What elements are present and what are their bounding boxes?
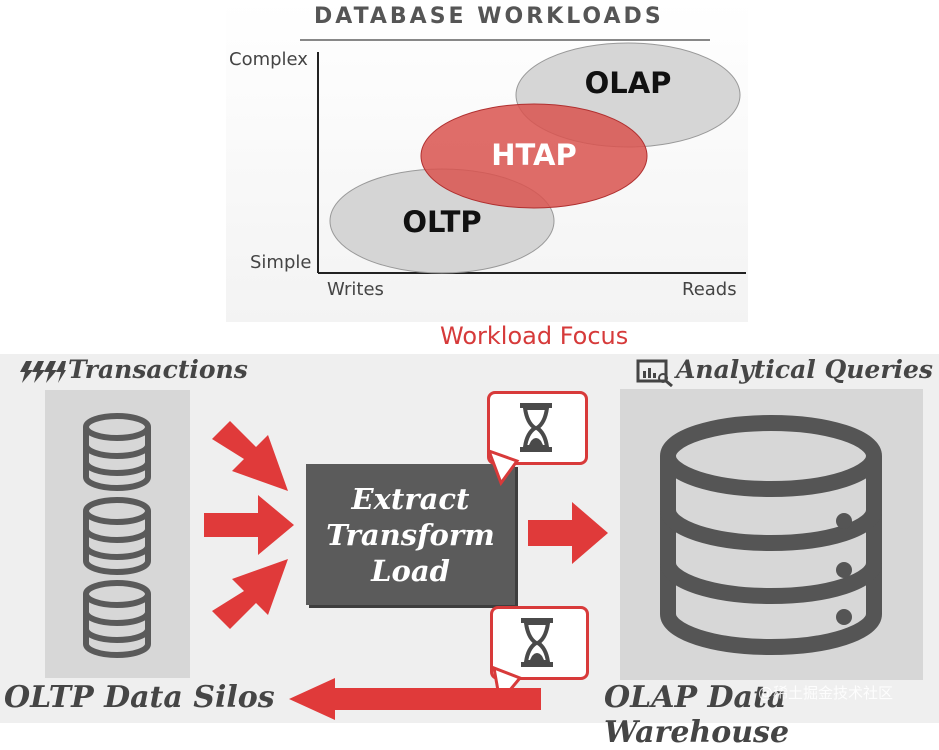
arrow-up-right (212, 559, 288, 629)
olap-label: OLAP (584, 66, 672, 100)
database-icon-3 (83, 580, 151, 658)
lightning-icon (20, 361, 66, 383)
input-arrows (204, 421, 294, 629)
arrow-right (204, 495, 294, 555)
database-icon-1 (83, 413, 151, 491)
warehouse-database (660, 415, 882, 655)
htap-region (420, 103, 648, 209)
x-axis-right-label: Reads (682, 279, 737, 300)
etl-transform: Transform (326, 517, 495, 552)
oltp-silo-databases (83, 413, 151, 658)
y-axis-bottom-label: Simple (250, 252, 312, 273)
y-axis-top-label: Complex (229, 49, 308, 70)
database-icon-2 (83, 497, 151, 575)
htap-label: HTAP (491, 138, 577, 172)
etl-extract: Extract (351, 481, 470, 516)
monitor-chart-icon (636, 359, 673, 387)
arrow-down-right (212, 421, 288, 491)
etl-process-box: Extract Transform Load (306, 464, 515, 605)
hourglass-icon (487, 403, 552, 486)
workload-focus-caption: Workload Focus (440, 322, 629, 350)
chart-title: DATABASE WORKLOADS (314, 4, 664, 29)
oltp-label: OLTP (402, 205, 482, 239)
output-arrow (528, 502, 608, 564)
etl-load: Load (371, 553, 450, 588)
database-icon-large (660, 415, 882, 655)
title-underline (300, 39, 710, 41)
bubble-tail (487, 448, 520, 486)
return-arrow (289, 678, 541, 720)
oltp-data-silos-label: OLTP Data Silos (4, 680, 275, 715)
x-axis-left-label: Writes (327, 279, 384, 300)
transactions-label: Transactions (68, 355, 248, 384)
analytical-queries-label: Analytical Queries (676, 355, 933, 384)
workload-chart-svg (317, 42, 746, 274)
watermark: @稀土掘金技术社区 (758, 684, 894, 702)
